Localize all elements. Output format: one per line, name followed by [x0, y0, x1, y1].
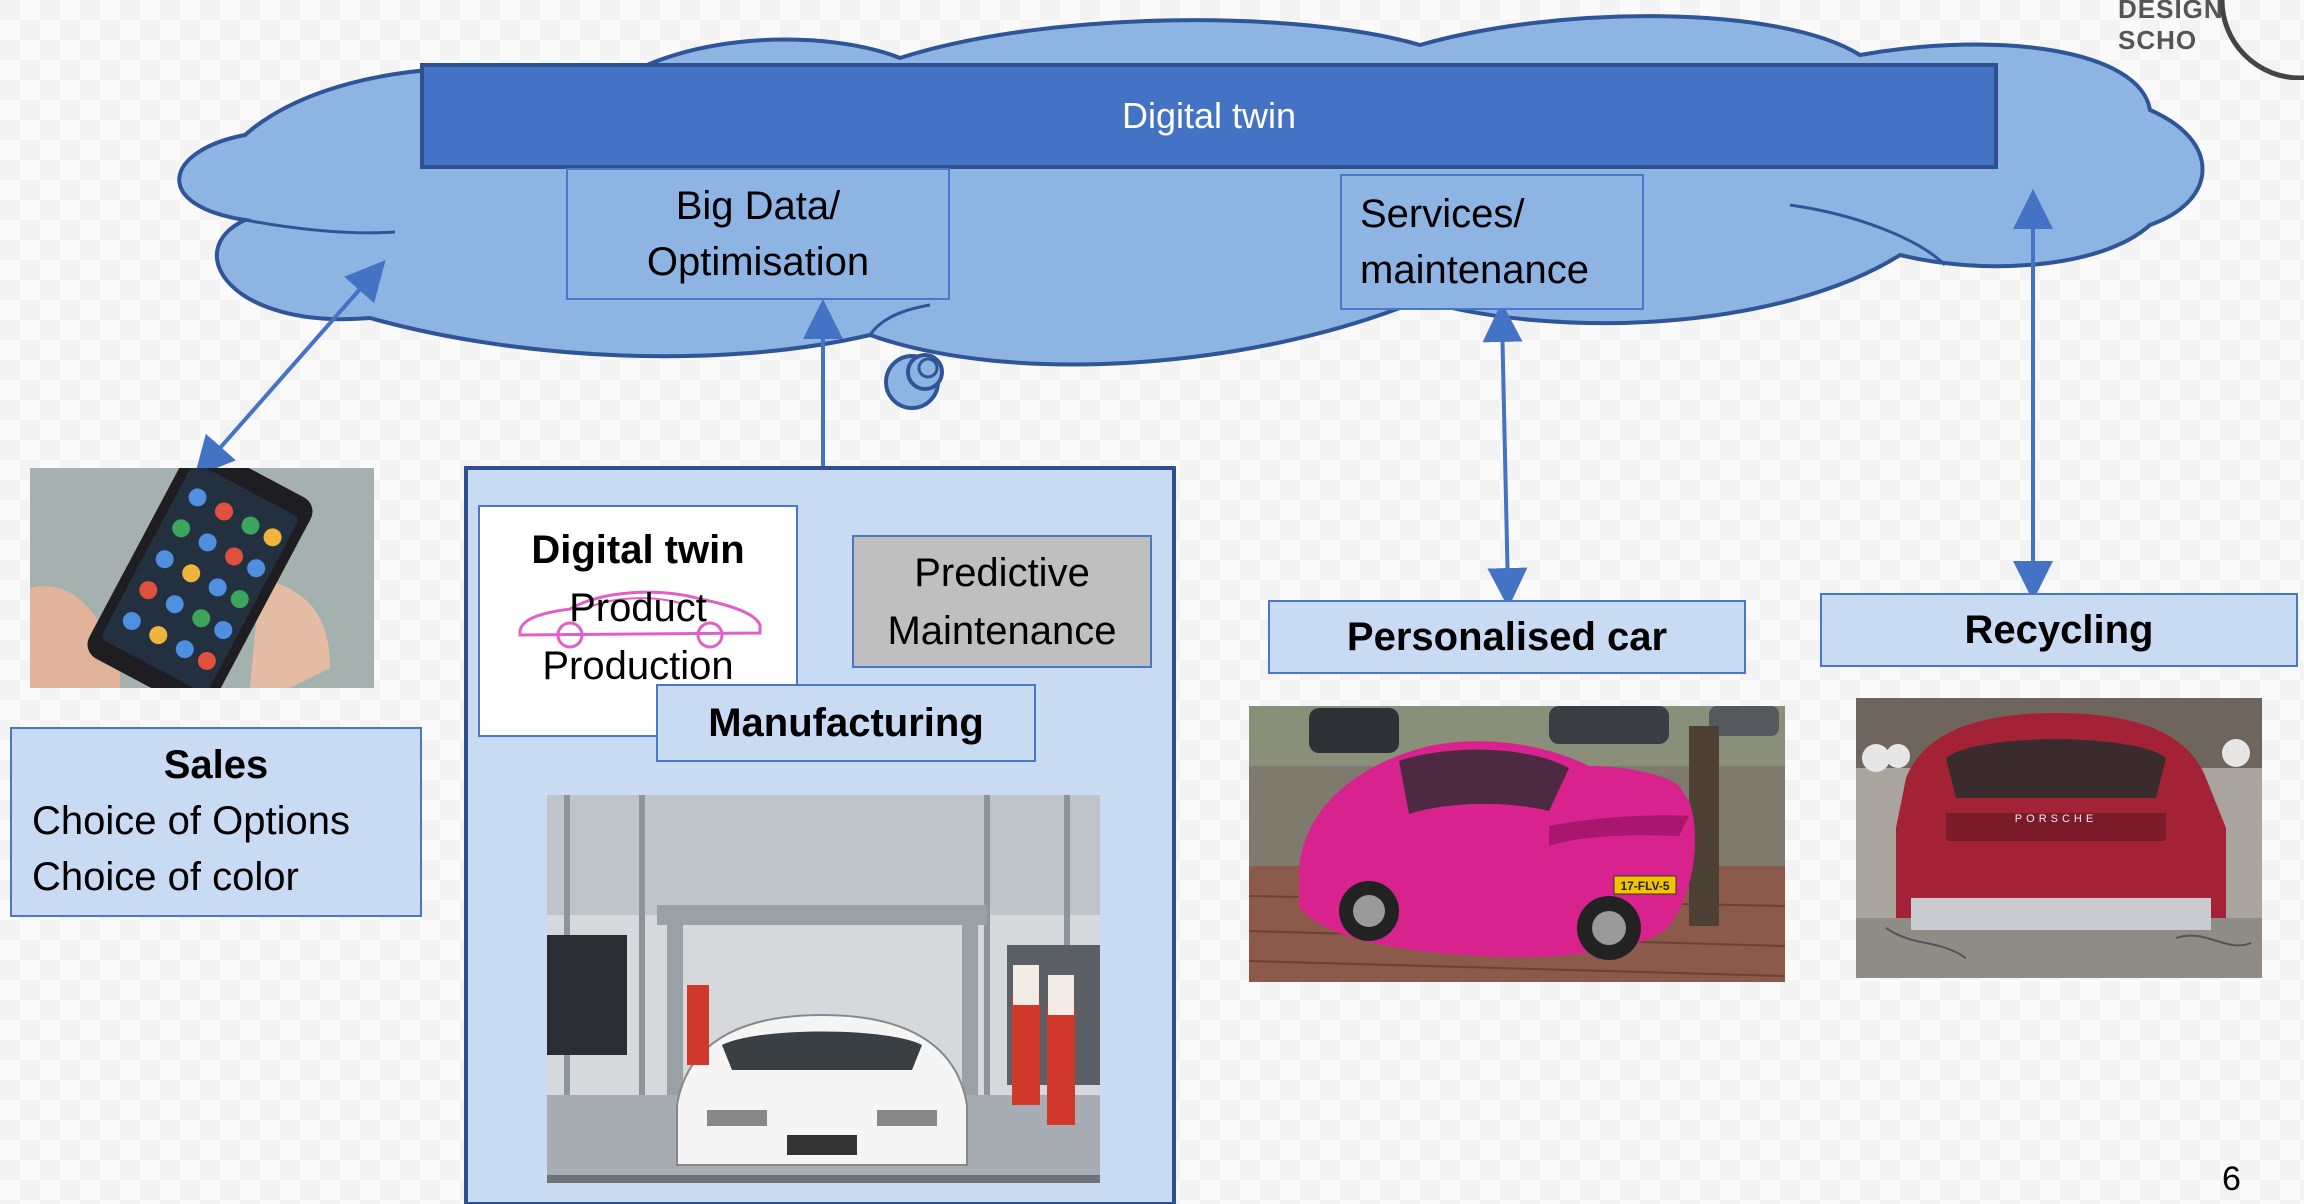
recycling-photo-image: PORSCHE — [1856, 698, 2262, 978]
arrow-cloud-sales — [194, 259, 386, 478]
corner-logo-icon — [2219, 0, 2304, 80]
corner-logo-text: DESIGN SCHO — [2118, 0, 2224, 55]
big-data-box: Big Data/ Optimisation — [566, 168, 950, 300]
sales-line1: Choice of Options — [32, 799, 350, 843]
digital-twin-title: Digital twin — [531, 528, 745, 572]
porsche-brand-text: PORSCHE — [2015, 813, 2097, 825]
personalised-car-photo: 17-FLV-5 — [1249, 706, 1785, 982]
page-number: 6 — [2222, 1160, 2241, 1198]
personalised-car-photo-image: 17-FLV-5 — [1249, 706, 1785, 982]
recycling-label-box: Recycling — [1820, 593, 2298, 667]
recycling-label: Recycling — [1964, 608, 2154, 652]
arrow-cloud-personalised — [1482, 302, 1528, 608]
digital-twin-production: Production — [542, 644, 734, 688]
digital-twin-product: Product — [569, 586, 707, 630]
factory-photo-image — [547, 795, 1100, 1183]
recycling-photo: PORSCHE — [1856, 698, 2262, 978]
sales-box: Sales Choice of Options Choice of color — [10, 727, 422, 917]
manufacturing-label-box: Manufacturing — [656, 684, 1036, 762]
big-data-line2: Optimisation — [646, 240, 870, 284]
services-box: Services/ maintenance — [1340, 174, 1644, 310]
sales-line2: Choice of color — [32, 855, 299, 899]
digital-twin-banner-label: Digital twin — [1121, 95, 1297, 136]
sales-title: Sales — [163, 743, 269, 787]
personalised-car-label-box: Personalised car — [1268, 600, 1746, 674]
phone-photo — [30, 468, 374, 688]
predictive-line1: Predictive — [914, 550, 1090, 595]
digital-twin-product-box: Digital twin Product Production — [478, 505, 798, 737]
license-plate-text: 17-FLV-5 — [1620, 879, 1669, 893]
services-line1: Services/ — [1360, 192, 1525, 236]
services-line2: maintenance — [1360, 248, 1590, 292]
big-data-line1: Big Data/ — [675, 184, 841, 228]
predictive-maintenance-box: Predictive Maintenance — [852, 535, 1152, 668]
manufacturing-label: Manufacturing — [708, 701, 984, 745]
digital-twin-banner: Digital twin — [420, 63, 1998, 169]
phone-photo-image — [30, 468, 374, 688]
factory-photo — [547, 795, 1100, 1183]
predictive-line2: Maintenance — [887, 608, 1117, 653]
car-outline-icon — [518, 590, 762, 649]
personalised-car-label: Personalised car — [1346, 615, 1668, 659]
